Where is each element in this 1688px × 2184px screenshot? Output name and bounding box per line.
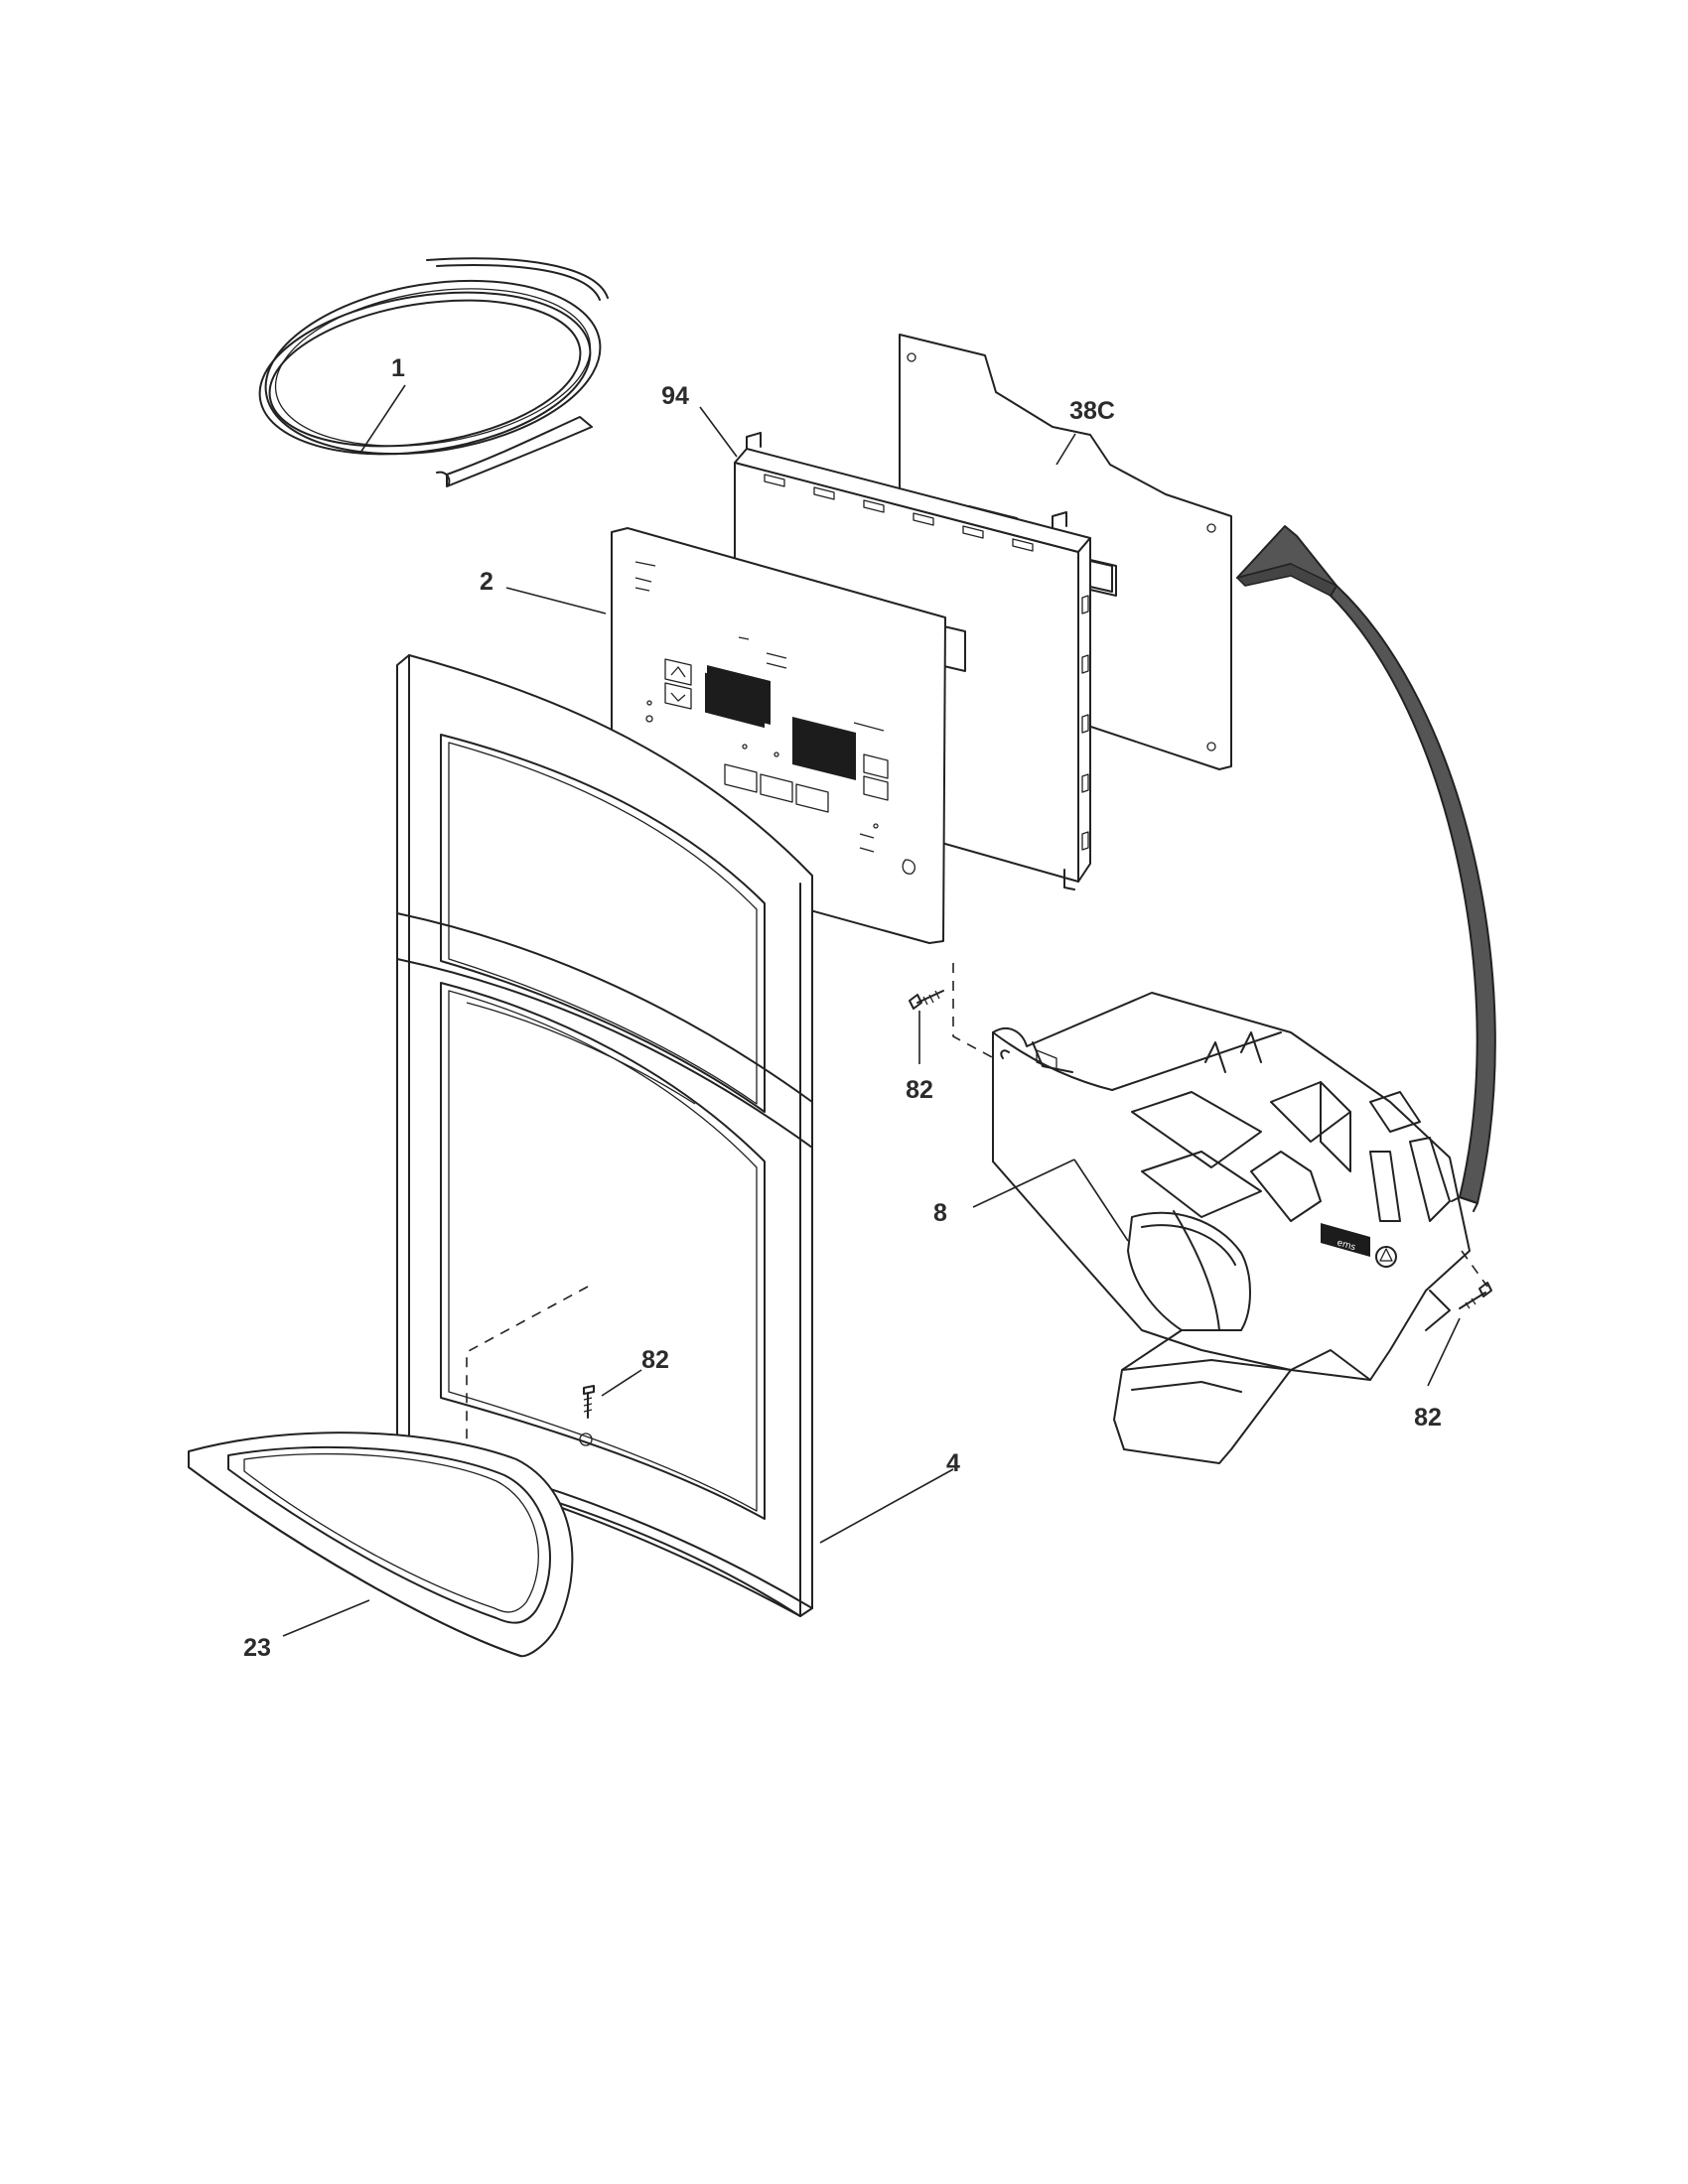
- part-82-screw-right[interactable]: [1459, 1282, 1492, 1309]
- callout-8-label: 8: [933, 1199, 947, 1227]
- callout-82-top-label: 82: [906, 1076, 933, 1104]
- callout-38c-label: 38C: [1069, 397, 1115, 425]
- callout-94-label: 94: [661, 382, 689, 410]
- callout-4-label: 4: [946, 1449, 960, 1477]
- callout-23-label: 23: [243, 1634, 271, 1662]
- callout-38c: 38C: [1055, 397, 1115, 466]
- callout-82-right: 82: [1414, 1317, 1461, 1432]
- callout-1-label: 1: [391, 354, 405, 382]
- assembly-direction-arrow: [1235, 525, 1496, 1204]
- callout-2-label: 2: [480, 568, 493, 596]
- part-82-screw-bottom[interactable]: [583, 1385, 595, 1419]
- part-4-dispenser-frame[interactable]: [396, 654, 813, 1617]
- callout-82-bottom-label: 82: [641, 1346, 669, 1374]
- part-8-dispenser-housing[interactable]: ems: [992, 992, 1471, 1464]
- arrow-tail-detail: [1451, 1196, 1478, 1212]
- part-1-tubing-coil[interactable]: [248, 257, 613, 487]
- callout-94: 94: [661, 382, 738, 458]
- callout-23: 23: [243, 1599, 370, 1662]
- assembly-guide-frame-tray: [466, 1286, 589, 1451]
- callout-82-bottom: 82: [601, 1346, 669, 1397]
- callout-82-right-label: 82: [1414, 1404, 1442, 1432]
- part-82-screw-top[interactable]: [909, 990, 944, 1010]
- callout-2: 2: [480, 568, 607, 614]
- callout-4: 4: [819, 1449, 960, 1544]
- assembly-guide-screw-top: [952, 963, 1010, 1067]
- callout-1: 1: [359, 354, 406, 454]
- assembly-guide-screw-right: [1461, 1250, 1488, 1288]
- callout-8: 8: [933, 1159, 1129, 1242]
- part-23-drip-tray[interactable]: [188, 1432, 574, 1658]
